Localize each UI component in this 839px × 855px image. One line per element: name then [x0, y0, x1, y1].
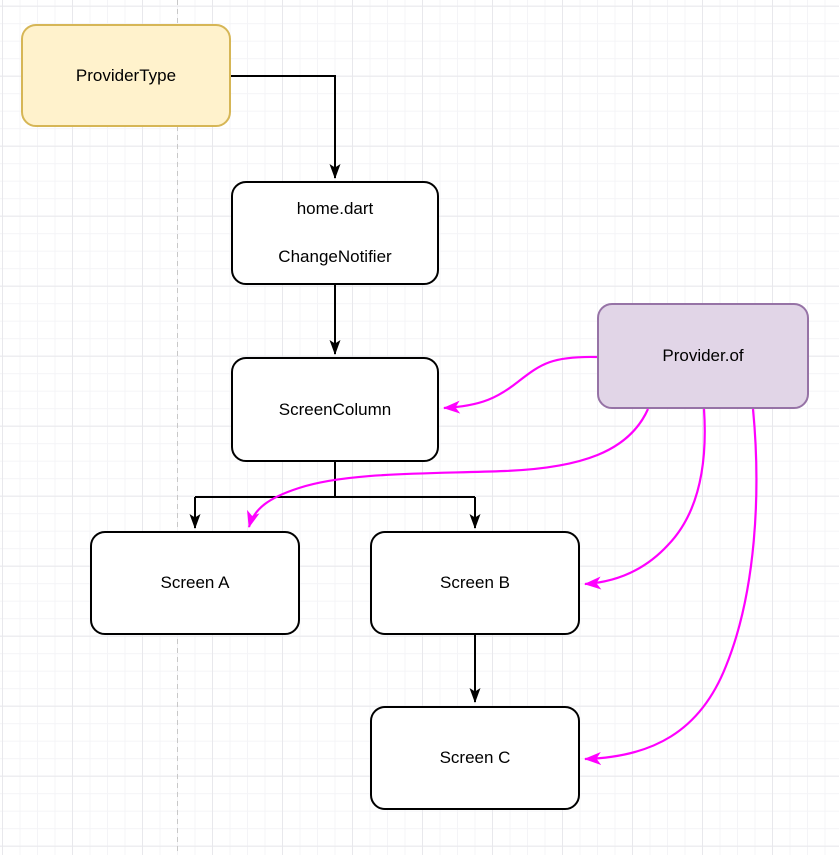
edge-providertype-to-homedart[interactable]: [231, 75, 341, 179]
node-provider-type[interactable]: ProviderType: [21, 24, 231, 127]
node-provider-type-label: ProviderType: [75, 65, 177, 85]
node-screen-c[interactable]: Screen C: [370, 706, 580, 810]
node-screen-column[interactable]: ScreenColumn: [231, 357, 439, 462]
edge-providerof-to-screenc[interactable]: [584, 408, 758, 766]
node-screen-a[interactable]: Screen A: [90, 531, 300, 635]
node-home-dart-label-line2: ChangeNotifier: [278, 247, 392, 266]
node-home-dart[interactable]: home.dart ChangeNotifier: [231, 181, 439, 285]
node-screen-a-label: Screen A: [160, 573, 230, 592]
edge-providerof-to-screencolumn[interactable]: [443, 355, 598, 414]
node-screen-b-label: Screen B: [440, 573, 510, 592]
node-home-dart-label-line1: home.dart: [296, 199, 374, 218]
node-screen-c-label: Screen C: [439, 748, 511, 767]
node-screen-b[interactable]: Screen B: [370, 531, 580, 635]
edge-providerof-to-screenb[interactable]: [584, 408, 706, 590]
node-provider-of-label: Provider.of: [662, 346, 744, 365]
node-provider-of[interactable]: Provider.of: [597, 303, 809, 409]
node-screen-column-label: ScreenColumn: [278, 399, 392, 419]
